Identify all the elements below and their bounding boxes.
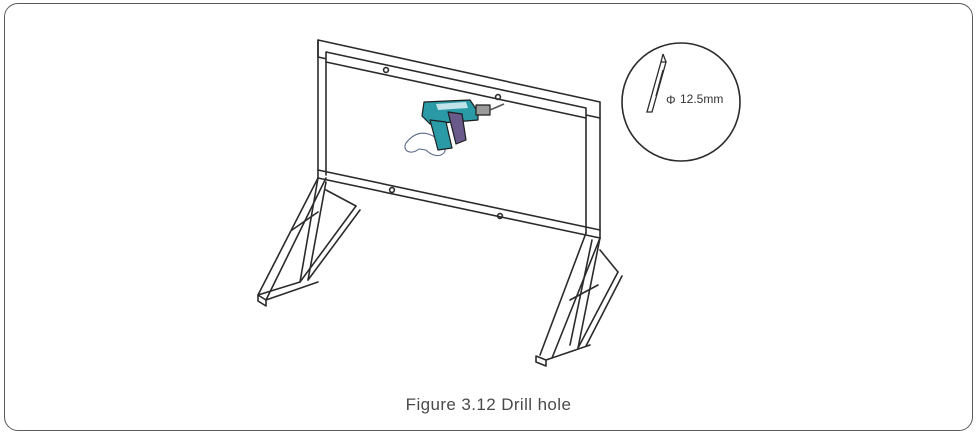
middle-crossbar bbox=[317, 169, 601, 239]
upper-frame bbox=[317, 39, 601, 239]
figure-frame bbox=[4, 3, 973, 431]
bit-size-label: 12.5mm bbox=[680, 92, 723, 106]
power-drill-icon bbox=[404, 99, 505, 157]
figure-caption: Figure 3.12 Drill hole bbox=[405, 395, 572, 414]
mounting-holes bbox=[382, 66, 504, 220]
left-leg bbox=[257, 177, 361, 307]
right-leg bbox=[535, 232, 623, 367]
diameter-symbol: Φ bbox=[666, 93, 676, 107]
drill-bit-callout: Φ 12.5mm bbox=[621, 42, 741, 162]
drill-bit-icon bbox=[646, 53, 667, 113]
